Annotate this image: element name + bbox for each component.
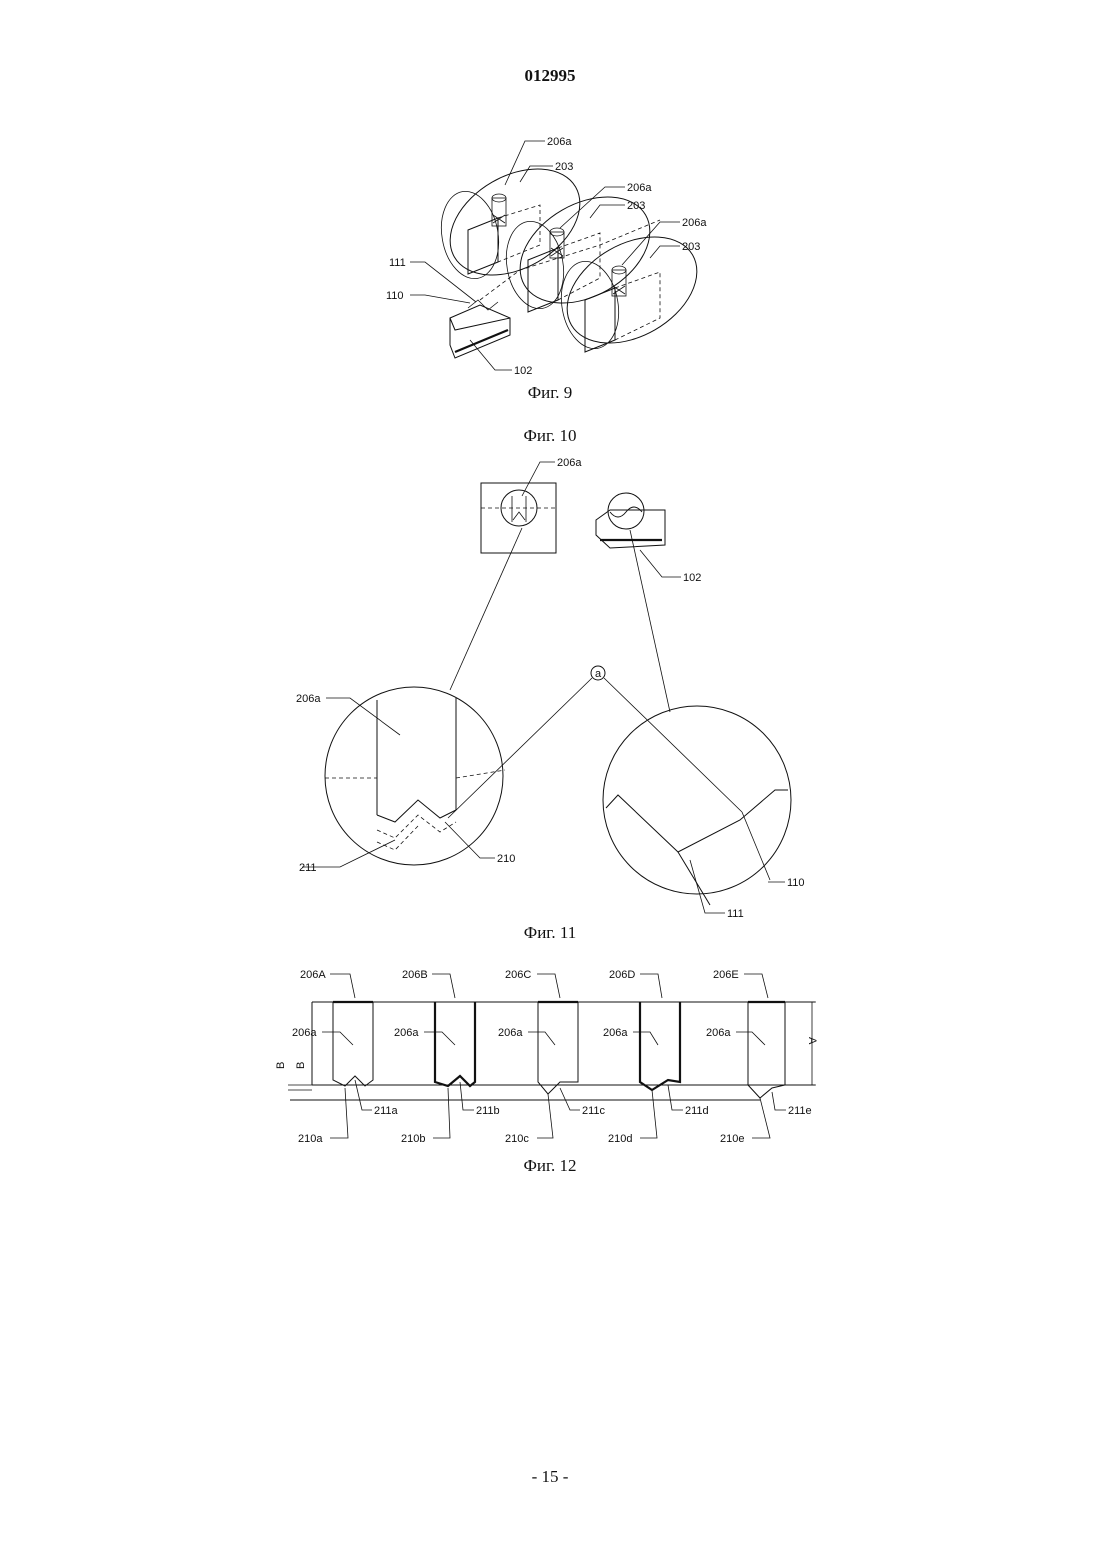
fig11-label: 211a bbox=[374, 1105, 399, 1117]
fig11-label: 206a bbox=[292, 1027, 317, 1039]
fig11-label: 206A bbox=[300, 969, 326, 981]
fig10-label: 210 bbox=[497, 853, 515, 865]
fig11-drawing: A B B 206A 206B 206C 206D 206E 206a 206a… bbox=[275, 969, 818, 1145]
page-footer: - 15 - bbox=[0, 1467, 1100, 1487]
fig11-label: 211b bbox=[476, 1105, 500, 1117]
fig10-label: 110 bbox=[787, 877, 805, 889]
fig10-label: 102 bbox=[683, 572, 701, 584]
fig9-label: 203 bbox=[682, 241, 700, 253]
fig11-label: 206a bbox=[498, 1027, 523, 1039]
fig11-label: 206E bbox=[713, 969, 739, 981]
fig11-label: 211d bbox=[685, 1105, 709, 1117]
fig10-caption: Фиг. 10 bbox=[0, 426, 1100, 446]
fig11-label: 210b bbox=[401, 1133, 425, 1145]
fig11-label: 206a bbox=[603, 1027, 628, 1039]
fig11-label: 210c bbox=[505, 1133, 529, 1145]
fig9-label: 203 bbox=[555, 161, 573, 173]
fig10-label: 111 bbox=[727, 908, 744, 920]
fig12-caption: Фиг. 12 bbox=[0, 1156, 1100, 1176]
fig9-caption: Фиг. 9 bbox=[0, 383, 1100, 403]
fig11-label: 211c bbox=[582, 1105, 606, 1117]
fig9-label: 206a bbox=[547, 136, 572, 148]
fig11-label: 206D bbox=[609, 969, 635, 981]
fig11-label: 210a bbox=[298, 1133, 323, 1145]
fig10-drawing: 206a 102 206a a 211 210 11 bbox=[296, 457, 805, 920]
fig11-label: 206a bbox=[394, 1027, 419, 1039]
fig11-label: 210d bbox=[608, 1133, 632, 1145]
fig11-label: 206B bbox=[402, 969, 428, 981]
fig10-label: a bbox=[595, 668, 602, 680]
fig11-label: B bbox=[275, 1062, 287, 1069]
fig9-label: 203 bbox=[627, 200, 645, 212]
fig9-label: 110 bbox=[386, 290, 404, 302]
fig11-label: B bbox=[295, 1062, 307, 1069]
fig9-label: 111 bbox=[389, 257, 406, 269]
fig11-label: 211e bbox=[788, 1105, 812, 1117]
fig10-label: 211 bbox=[299, 862, 317, 874]
fig9-drawing: 206a 203 206a 203 206a 203 111 110 102 bbox=[386, 136, 716, 377]
fig10-label: 206a bbox=[557, 457, 582, 469]
fig11-caption: Фиг. 11 bbox=[0, 923, 1100, 943]
fig11-label: 210e bbox=[720, 1133, 744, 1145]
fig11-label: A bbox=[806, 1037, 818, 1045]
fig9-label: 206a bbox=[682, 217, 707, 229]
fig11-label: 206C bbox=[505, 969, 531, 981]
fig11-label: 206a bbox=[706, 1027, 731, 1039]
fig10-label: 206a bbox=[296, 693, 321, 705]
fig9-label: 206a bbox=[627, 182, 652, 194]
fig9-label: 102 bbox=[514, 365, 532, 377]
